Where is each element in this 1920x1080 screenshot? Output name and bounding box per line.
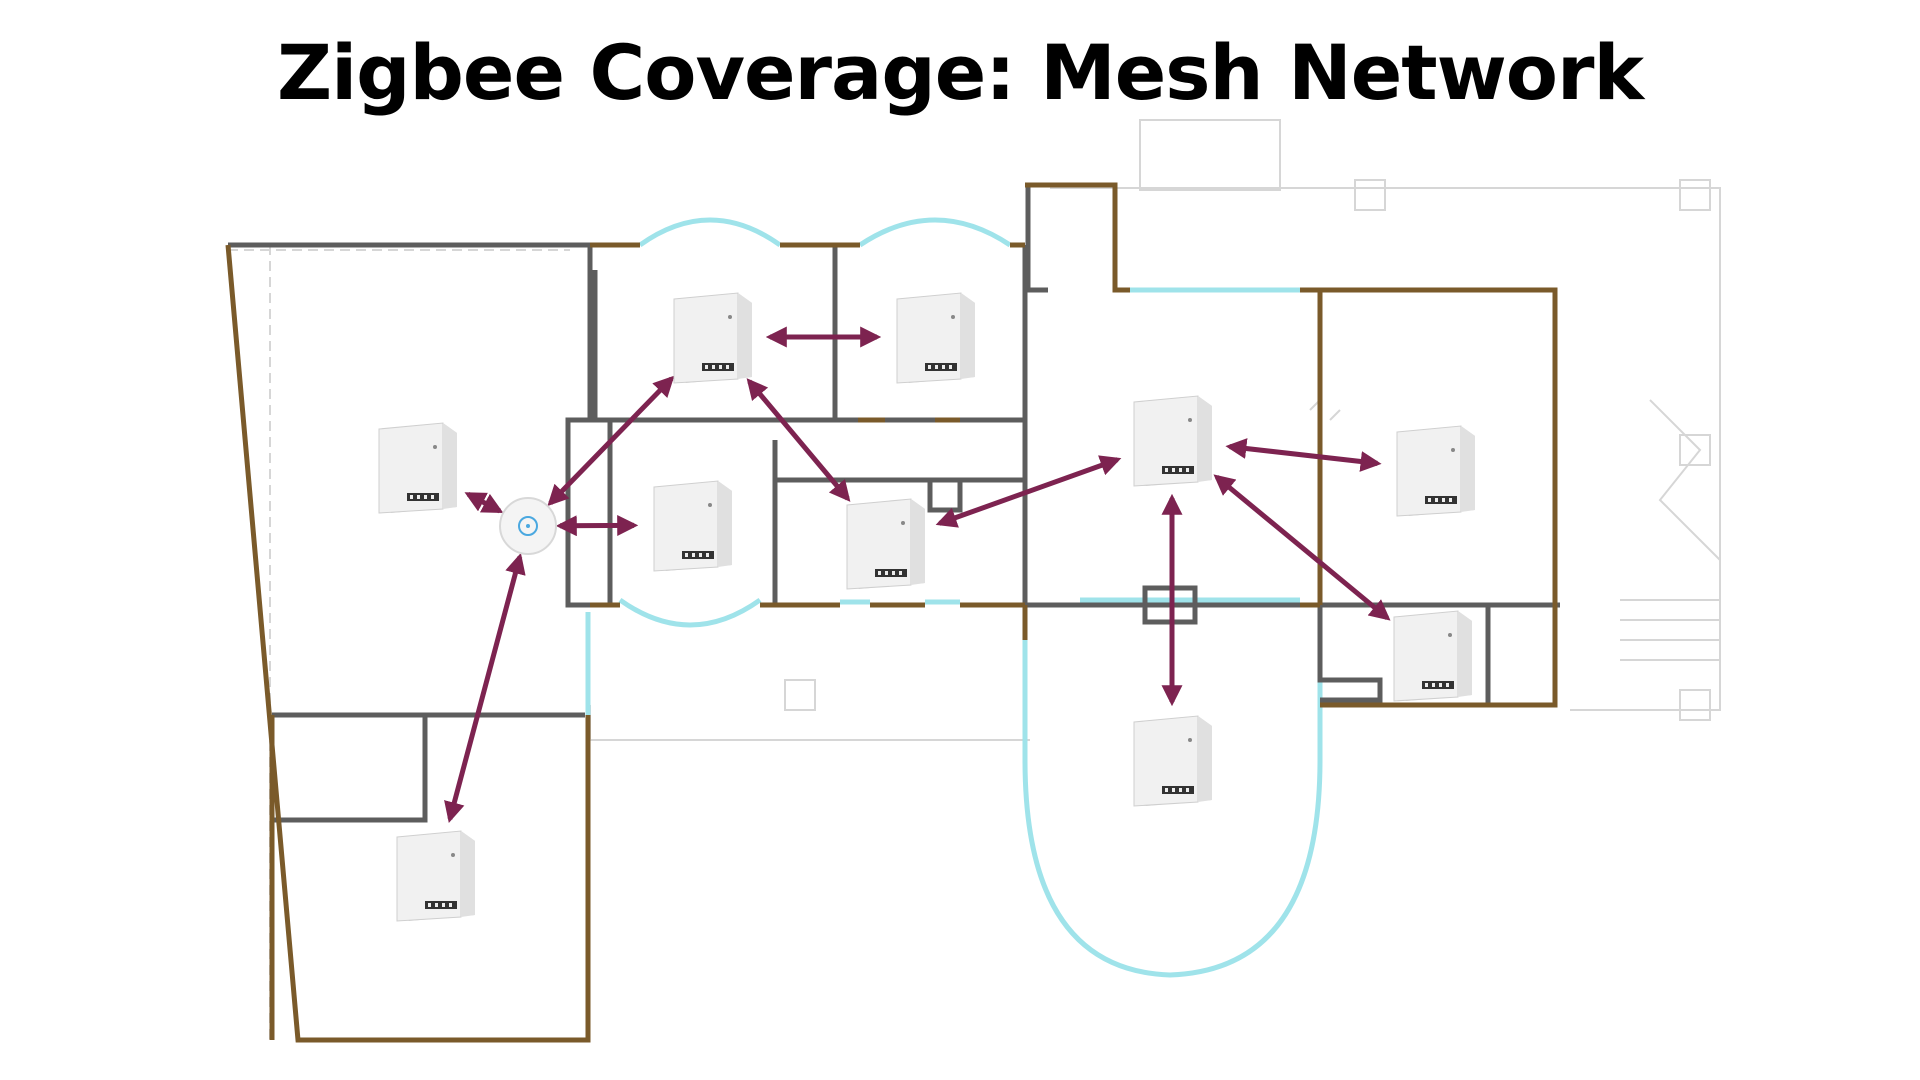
smart-switch-icon-right-center (1133, 395, 1213, 487)
smart-switch-icon-right-bottom (1393, 610, 1473, 702)
smart-switch-icon-left-room (378, 422, 458, 514)
mesh-link-hub-to-top-center-1 (547, 375, 675, 507)
smart-switch-icon-top-center-1 (673, 292, 753, 384)
mesh-link-left-room-to-hub (464, 491, 504, 514)
mesh-nodes (378, 292, 1476, 922)
smart-switch-icon-hall (846, 498, 926, 590)
smart-switch-icon-top-center-2 (896, 292, 976, 384)
mesh-link-right-center-to-right-bottom (1213, 474, 1391, 621)
diagram-title: Zigbee Coverage: Mesh Network (276, 28, 1644, 117)
mesh-link-right-center-to-right-room (1225, 438, 1382, 472)
smart-switch-icon-right-room (1396, 425, 1476, 517)
smart-switch-icon-bottom-rotunda (1133, 715, 1213, 807)
smart-switch-icon-mid-center (653, 480, 733, 572)
mesh-link-hub-to-bottom-left-room (444, 552, 526, 824)
mesh-links (444, 326, 1391, 824)
mesh-link-top-center-1-to-hall (746, 378, 851, 502)
mesh-link-hall-to-right-center (935, 455, 1122, 528)
smart-switch-icon-bottom-left-room (396, 830, 476, 922)
zigbee-hub-icon (499, 497, 557, 555)
